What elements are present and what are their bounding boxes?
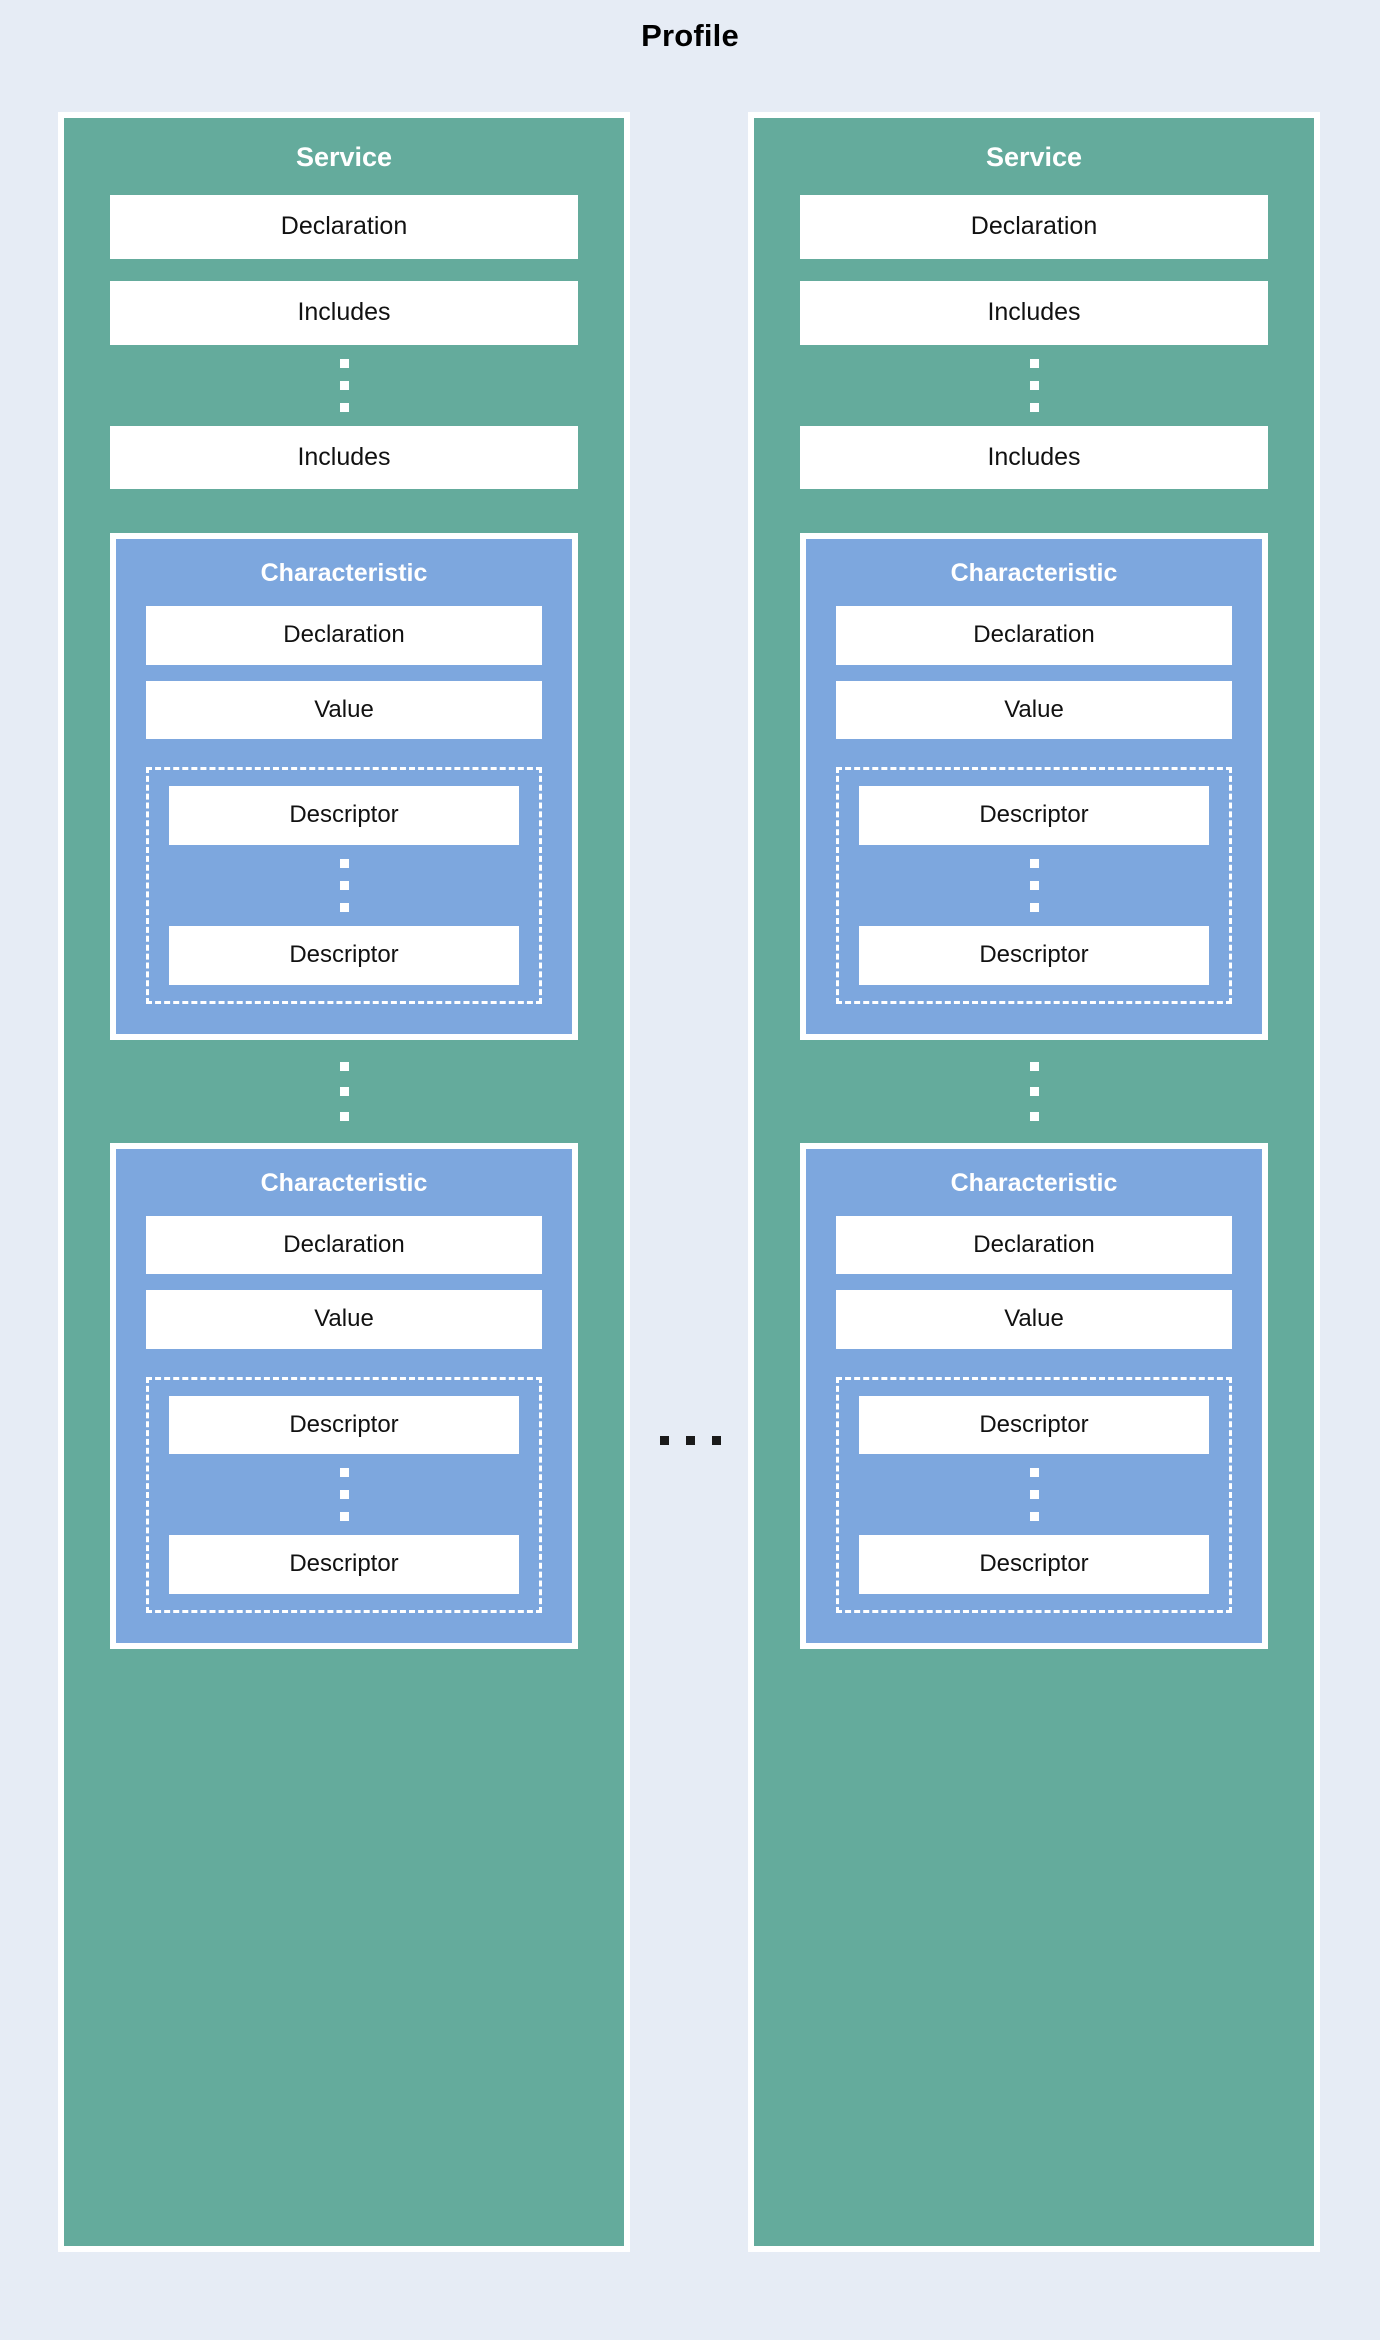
spacer <box>146 1274 542 1290</box>
ellipsis-dot-icon <box>1029 380 1039 390</box>
descriptor-last-box: Descriptor <box>859 1535 1209 1594</box>
includes-vertical-ellipsis <box>110 345 578 426</box>
characteristic-declaration-box: Declaration <box>836 1215 1232 1275</box>
service-declaration-box: Declaration <box>110 195 578 259</box>
descriptor-group: Descriptor Descriptor <box>146 1376 542 1613</box>
ellipsis-dot-icon <box>339 380 349 390</box>
ellipsis-dot-icon <box>1029 1468 1039 1478</box>
ellipsis-dot-icon <box>339 358 349 368</box>
ellipsis-dot-icon <box>711 1436 721 1445</box>
ellipsis-dot-icon <box>339 881 349 891</box>
descriptor-first-box: Descriptor <box>859 1395 1209 1455</box>
descriptor-first-box: Descriptor <box>169 1395 519 1455</box>
descriptor-last-box: Descriptor <box>169 926 519 985</box>
includes-vertical-ellipsis <box>800 345 1268 426</box>
ellipsis-dot-icon <box>339 1490 349 1500</box>
service-includes-first-box: Includes <box>800 280 1268 345</box>
characteristic-block-last: Characteristic Declaration Value Descrip… <box>800 1142 1268 1649</box>
ellipsis-dot-icon <box>1029 358 1039 368</box>
descriptor-group: Descriptor Descriptor <box>836 767 1232 1004</box>
service-block-left: Service Declaration Includes Includes Ch… <box>58 112 630 2252</box>
service-includes-last-box: Includes <box>110 425 578 490</box>
ellipsis-dot-icon <box>339 1086 349 1096</box>
descriptor-vertical-ellipsis <box>169 1454 519 1535</box>
ellipsis-dot-icon <box>339 903 349 913</box>
ellipsis-dot-icon <box>339 402 349 412</box>
descriptor-vertical-ellipsis <box>859 845 1209 926</box>
characteristic-value-box: Value <box>836 680 1232 740</box>
characteristic-value-box: Value <box>146 1290 542 1349</box>
characteristic-title: Characteristic <box>260 1168 428 1197</box>
descriptor-last-box: Descriptor <box>169 1535 519 1594</box>
descriptor-group: Descriptor Descriptor <box>146 767 542 1004</box>
ellipsis-dot-icon <box>339 1512 349 1522</box>
characteristic-vertical-ellipsis <box>800 1040 1268 1143</box>
characteristic-block-first: Characteristic Declaration Value Descrip… <box>800 533 1268 1040</box>
descriptor-first-box: Descriptor <box>859 786 1209 846</box>
characteristic-block-last: Characteristic Declaration Value Descrip… <box>110 1142 578 1649</box>
characteristic-declaration-box: Declaration <box>146 1215 542 1275</box>
service-title: Service <box>985 142 1083 172</box>
service-declaration-box: Declaration <box>800 195 1268 259</box>
descriptor-vertical-ellipsis <box>169 845 519 926</box>
ellipsis-dot-icon <box>1029 859 1039 869</box>
ellipsis-dot-icon <box>1029 903 1039 913</box>
descriptor-first-box: Descriptor <box>169 786 519 846</box>
spacer <box>836 665 1232 681</box>
spacer <box>836 1274 1232 1290</box>
characteristic-title: Characteristic <box>950 1168 1118 1197</box>
service-title: Service <box>295 142 393 172</box>
characteristic-title: Characteristic <box>260 559 428 588</box>
service-includes-last-box: Includes <box>800 425 1268 490</box>
spacer <box>800 259 1268 281</box>
ellipsis-dot-icon <box>685 1436 695 1445</box>
ellipsis-dot-icon <box>1029 402 1039 412</box>
ellipsis-dot-icon <box>1029 1490 1039 1500</box>
characteristic-declaration-box: Declaration <box>146 606 542 665</box>
spacer <box>146 665 542 681</box>
ellipsis-dot-icon <box>659 1436 669 1445</box>
descriptor-vertical-ellipsis <box>859 1454 1209 1535</box>
ellipsis-dot-icon <box>339 859 349 869</box>
services-horizontal-ellipsis <box>640 1436 740 1445</box>
characteristic-vertical-ellipsis <box>110 1040 578 1143</box>
characteristic-declaration-box: Declaration <box>836 606 1232 665</box>
ellipsis-dot-icon <box>339 1468 349 1478</box>
descriptor-group: Descriptor Descriptor <box>836 1376 1232 1613</box>
ellipsis-dot-icon <box>339 1111 349 1121</box>
ellipsis-dot-icon <box>339 1061 349 1071</box>
descriptor-last-box: Descriptor <box>859 926 1209 985</box>
service-block-right: Service Declaration Includes Includes Ch… <box>748 112 1320 2252</box>
ellipsis-dot-icon <box>1029 1061 1039 1071</box>
characteristic-block-first: Characteristic Declaration Value Descrip… <box>110 533 578 1040</box>
ellipsis-dot-icon <box>1029 881 1039 891</box>
characteristic-value-box: Value <box>836 1290 1232 1349</box>
spacer <box>110 259 578 281</box>
service-includes-first-box: Includes <box>110 280 578 345</box>
ellipsis-dot-icon <box>1029 1512 1039 1522</box>
characteristic-value-box: Value <box>146 680 542 740</box>
spacer <box>800 489 1268 533</box>
ellipsis-dot-icon <box>1029 1111 1039 1121</box>
ellipsis-dot-icon <box>1029 1086 1039 1096</box>
page-title: Profile <box>641 18 739 53</box>
spacer <box>110 489 578 533</box>
characteristic-title: Characteristic <box>950 559 1118 588</box>
